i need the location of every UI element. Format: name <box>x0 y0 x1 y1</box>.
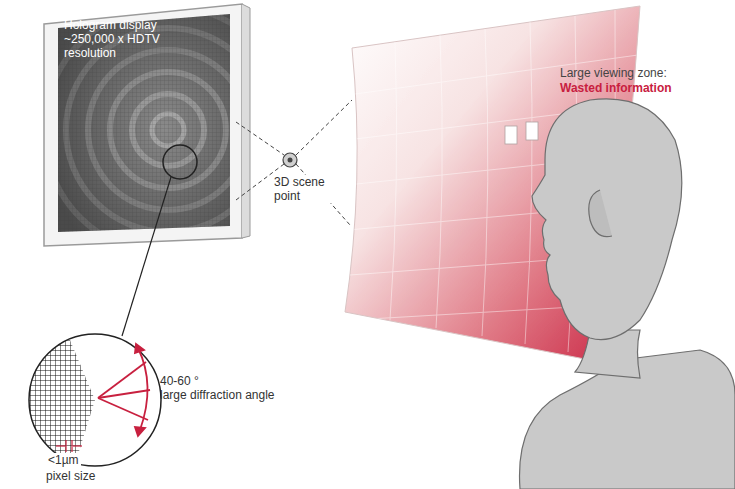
display-frame <box>44 4 242 246</box>
angle-value: 40-60 ° <box>160 374 199 388</box>
pixel-grid <box>20 340 95 480</box>
angle-caption: large diffraction angle <box>160 388 275 402</box>
magnifier-leader <box>122 177 171 336</box>
viewer-silhouette <box>520 99 735 489</box>
pixel-size-caption: pixel size <box>46 469 95 483</box>
display-label: Hologram display ~250,000 x HDTV resolut… <box>64 18 200 60</box>
diffraction-angle <box>56 344 150 452</box>
eye-window <box>505 126 517 144</box>
magnifier-spot <box>163 145 197 179</box>
eye-window <box>526 122 538 140</box>
scene-point-label: 3D scene point <box>272 175 334 203</box>
interference-rings <box>44 6 292 254</box>
zone-heading: Large viewing zone: <box>560 66 667 80</box>
light-rays <box>236 100 352 225</box>
pixel-size-value: <1µm <box>46 453 81 467</box>
zone-warning: Wasted information <box>560 81 672 95</box>
scene-point <box>283 153 297 167</box>
display-text-panel: Hologram display ~250,000 x HDTV resolut… <box>62 16 202 62</box>
